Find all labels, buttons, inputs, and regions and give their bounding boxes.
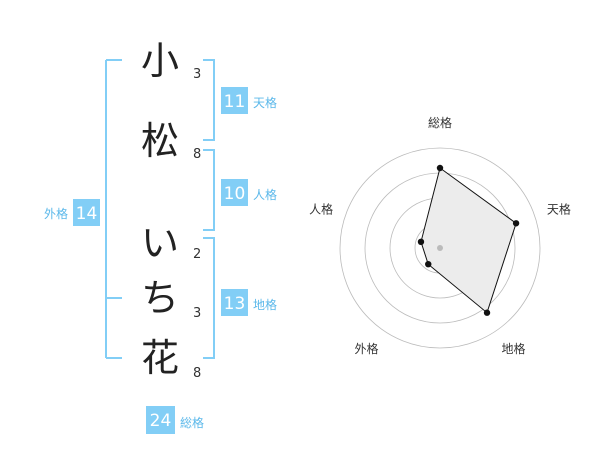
gaikaku-label: 外格 <box>44 206 68 221</box>
radar-axis-label-3: 地格 <box>501 341 525 356</box>
tenkaku-badge: 11 天格 <box>221 87 277 114</box>
chikaku-bracket <box>203 237 215 359</box>
gaikaku-badge: 14 外格 <box>44 199 100 226</box>
name-char-1: 小 <box>141 39 179 83</box>
radar-area <box>421 168 517 313</box>
radar-ring <box>339 147 541 349</box>
name-char-5: 花 <box>141 336 179 380</box>
stroke-counts: 3 8 2 3 8 <box>193 67 201 381</box>
name-char-4: ち <box>141 276 179 320</box>
radar-axis-label-1: 総格 <box>428 115 452 130</box>
chikaku-badge-box <box>221 289 248 316</box>
chikaku-value: 13 <box>224 294 246 314</box>
radar-point-3 <box>483 309 491 316</box>
jinkaku-badge-box <box>221 179 248 206</box>
soukaku-value: 24 <box>150 411 172 431</box>
name-char-2: 松 <box>141 119 179 163</box>
radar-axis-label-2: 天格 <box>547 201 571 216</box>
tenkaku-bracket <box>203 59 215 141</box>
radar-point-4 <box>425 260 432 268</box>
brackets <box>105 59 215 359</box>
radar-point-1 <box>436 164 444 172</box>
jinkaku-bracket <box>203 149 215 231</box>
gaikaku-badge-box <box>73 199 100 226</box>
radar-axis-label-5: 人格 <box>309 201 333 216</box>
chikaku-badge: 13 地格 <box>221 289 277 316</box>
jinkaku-label: 人格 <box>253 187 277 202</box>
radar-center-dot <box>437 245 443 251</box>
chikaku-label: 地格 <box>253 297 277 312</box>
jinkaku-value: 10 <box>224 184 246 204</box>
stroke-count-2: 8 <box>193 147 201 162</box>
gaikaku-value: 14 <box>76 204 98 224</box>
jinkaku-badge: 10 人格 <box>221 179 277 206</box>
soukaku-badge: 24 総格 <box>146 406 204 434</box>
radar-outline <box>420 167 517 314</box>
tenkaku-value: 11 <box>224 92 246 112</box>
radar-point-2 <box>512 220 520 227</box>
name-char-3: い <box>141 221 179 265</box>
tenkaku-label: 天格 <box>253 95 277 110</box>
tenkaku-badge-box <box>221 87 248 114</box>
stroke-count-3: 2 <box>193 247 201 262</box>
soukaku-label: 総格 <box>180 415 204 430</box>
radar-points <box>417 164 520 316</box>
soukaku-badge-box <box>146 406 175 434</box>
stroke-count-1: 3 <box>193 67 201 82</box>
stroke-count-5: 8 <box>193 366 201 381</box>
name-characters: 小 松 い ち 花 <box>141 39 179 380</box>
radar-point-5 <box>417 238 425 246</box>
stroke-count-4: 3 <box>193 306 201 321</box>
radar-axis-label-4: 外格 <box>355 341 379 356</box>
